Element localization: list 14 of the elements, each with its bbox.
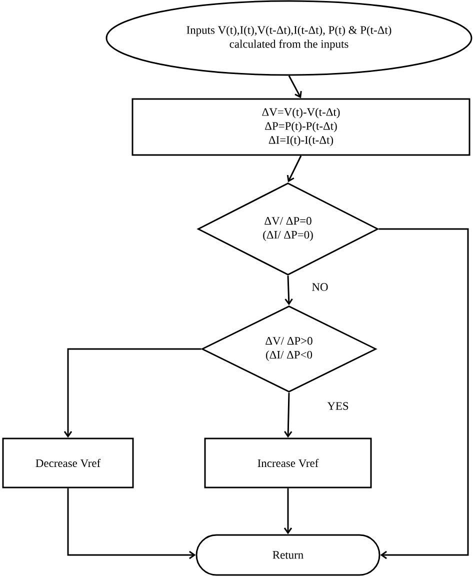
terminal-box: Return xyxy=(196,534,380,576)
arrow xyxy=(378,228,469,560)
arrow xyxy=(288,75,302,98)
process-box: Increase Vref xyxy=(204,438,372,488)
process-box: Decrease Vref xyxy=(2,438,134,488)
arrow xyxy=(284,488,292,534)
process-box: ΔV=V(t)-V(t-Δt) ΔP=P(t)-P(t-Δt) ΔI=I(t)-I(t-Δt) xyxy=(132,98,470,156)
edge-label: YES xyxy=(326,401,350,411)
arrow xyxy=(284,392,292,438)
arrow xyxy=(284,276,293,306)
arrow xyxy=(64,348,202,438)
edge-label: NO xyxy=(310,282,330,292)
arrow xyxy=(286,155,302,182)
arrow xyxy=(67,488,196,560)
